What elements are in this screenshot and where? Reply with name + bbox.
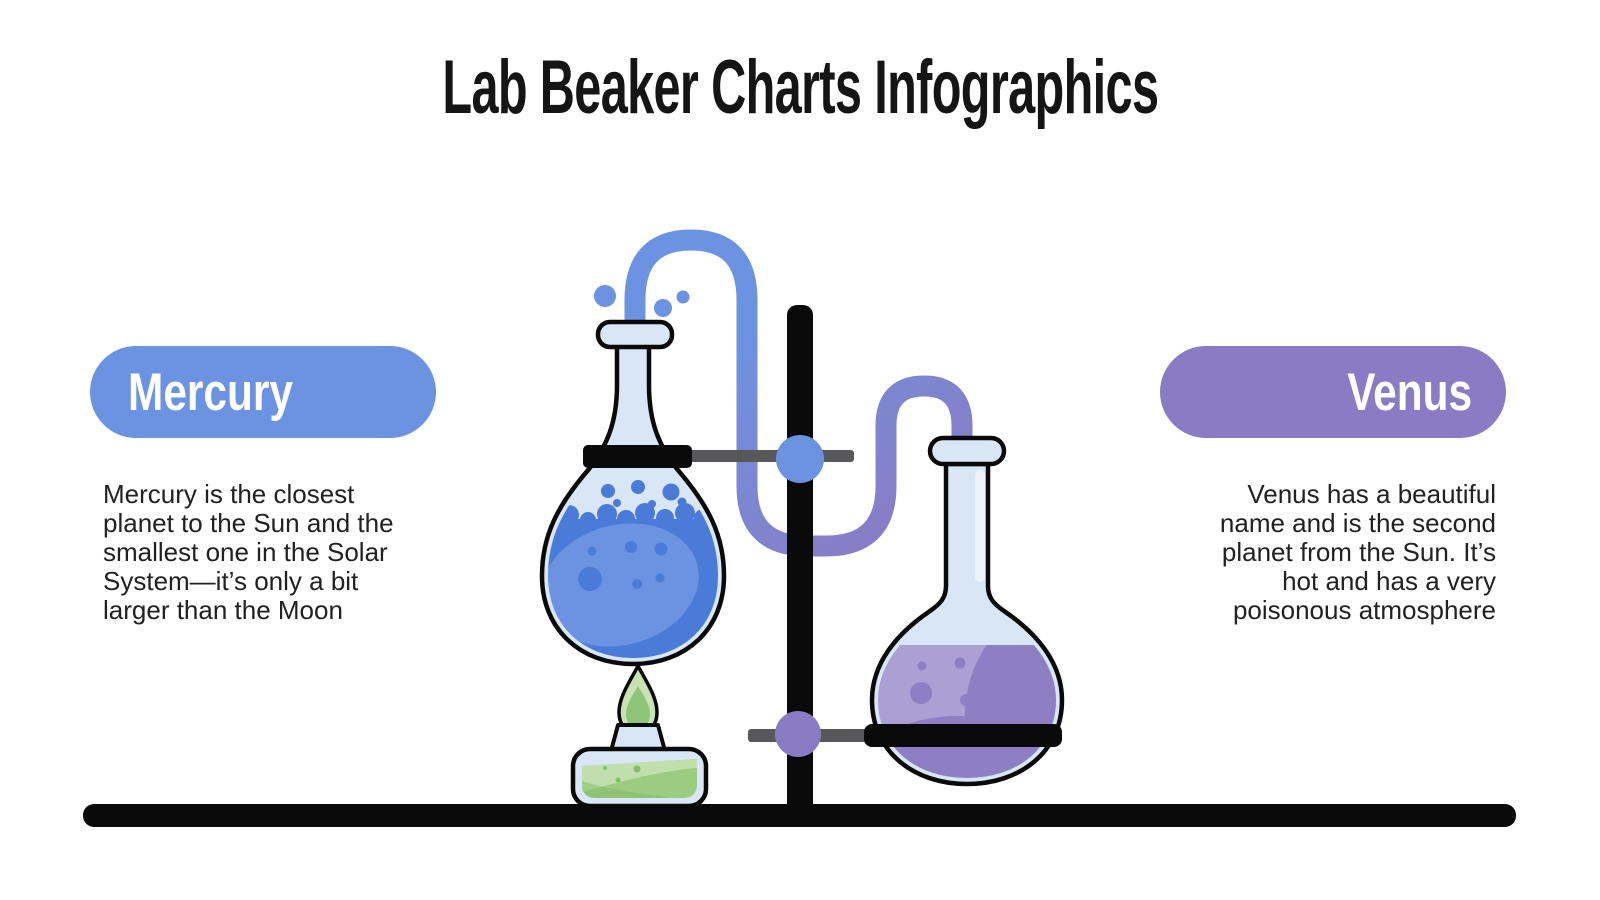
flask-lip [595, 319, 675, 350]
purple-round-flask-icon [869, 435, 1065, 787]
mercury-label: Mercury [128, 362, 293, 422]
venus-label: Venus [1347, 362, 1472, 422]
page-title: Lab Beaker Charts Infographics [0, 46, 1600, 130]
venus-description: Venus has a beautiful name and is the se… [1219, 479, 1496, 625]
lab-bench [83, 804, 1516, 827]
stand-pole [787, 305, 813, 820]
clamp-knob-upper-icon [776, 435, 824, 483]
mercury-label-pill: Mercury [90, 346, 436, 438]
purple-liquid-dots [910, 657, 1000, 706]
spirit-burner-icon [570, 664, 709, 809]
flask-platform [864, 724, 1062, 747]
blue-liquid-dots [578, 541, 668, 591]
mercury-description: Mercury is the closest planet to the Sun… [103, 479, 394, 625]
rising-bubbles-icon [601, 480, 687, 508]
vapor-bubbles-icon [594, 285, 690, 317]
blue-round-flask-icon [539, 319, 727, 667]
flask-lip [927, 435, 1007, 467]
page-title-text: Lab Beaker Charts Infographics [441, 45, 1159, 130]
clamp-knob-lower-icon [775, 711, 821, 757]
flask-clamp [583, 445, 692, 468]
venus-label-pill: Venus [1160, 346, 1506, 438]
